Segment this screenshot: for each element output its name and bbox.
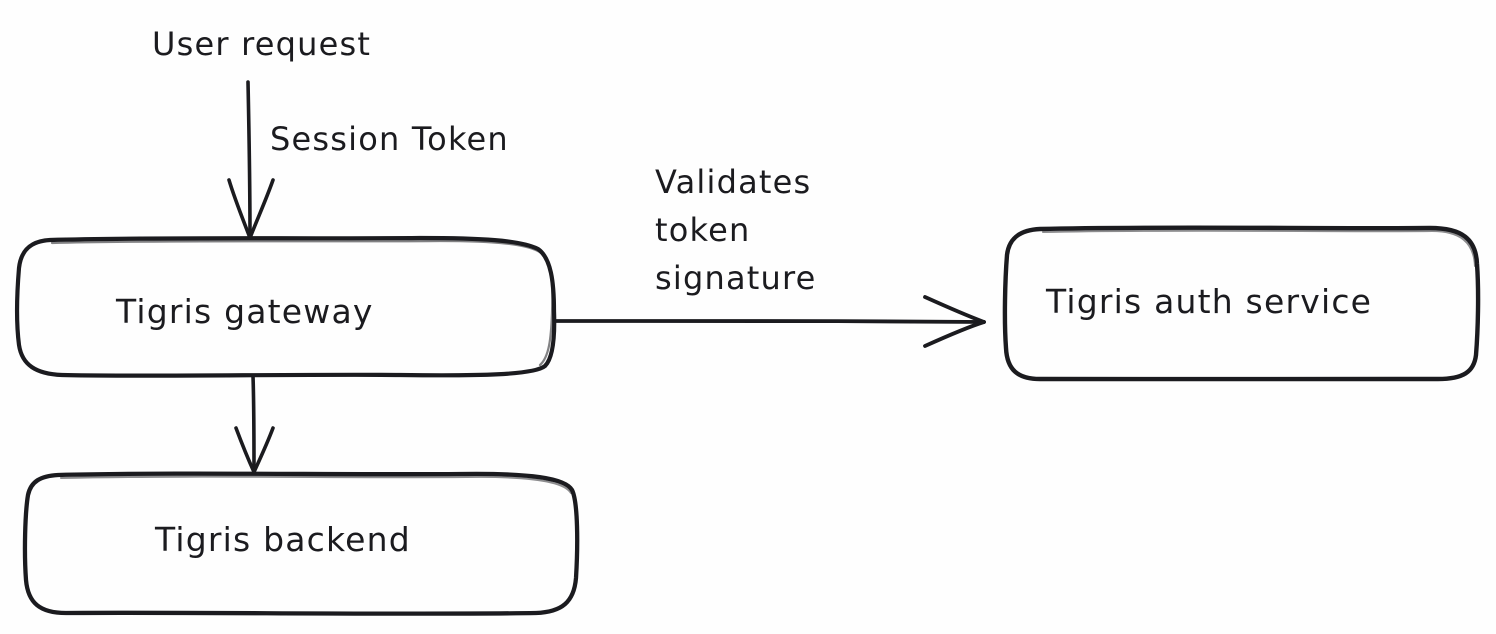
backend-box-outline (22, 471, 580, 616)
gateway-box-outline-second-pass (50, 239, 554, 367)
edge-label-user-request: User request (152, 25, 372, 63)
arrow-head-right (252, 426, 275, 474)
arrow-gateway-to-backend (234, 374, 275, 474)
node-tigris-backend[interactable] (22, 471, 580, 616)
node-label-tigris-backend: Tigris backend (155, 520, 411, 559)
node-tigris-auth-service[interactable] (1002, 225, 1481, 382)
arrow-shaft (251, 374, 256, 474)
arrow-head-lower (923, 320, 986, 348)
arrow-shaft (246, 80, 252, 240)
arrow-shaft (554, 318, 986, 324)
arrow-user-request-to-gateway (227, 80, 275, 240)
node-label-tigris-gateway: Tigris gateway (116, 292, 374, 331)
edge-label-validates-token-signature: Validates token signature (655, 158, 817, 302)
auth-box-outline (1002, 225, 1481, 382)
validates-line-3: signature (655, 259, 817, 297)
auth-box-outline-second-pass (1041, 229, 1477, 268)
node-label-tigris-auth-service: Tigris auth service (1046, 282, 1373, 321)
arrow-head-left (227, 178, 252, 240)
edge-label-session-token: Session Token (270, 120, 509, 158)
arrow-head-upper (923, 295, 986, 324)
gateway-box-outline (15, 235, 557, 378)
arrow-gateway-to-auth-service (554, 295, 986, 348)
backend-box-outline-second-pass (59, 475, 573, 495)
validates-line-2: token (655, 211, 751, 249)
arrow-head-right (248, 178, 275, 240)
validates-line-1: Validates (655, 163, 812, 201)
arrow-head-left (234, 426, 256, 474)
node-tigris-gateway[interactable] (15, 235, 557, 378)
